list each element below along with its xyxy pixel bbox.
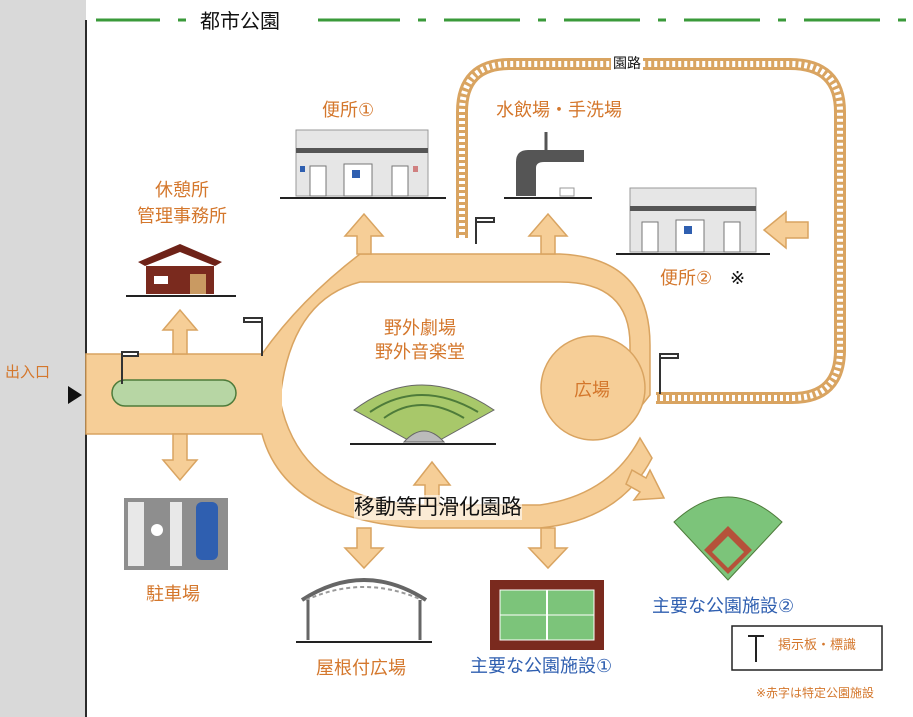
garden-path-dash: [459, 61, 843, 401]
legend-signboard-icon: [748, 635, 764, 662]
baseball-field-icon: [673, 496, 783, 581]
roofed-plaza-icon: [296, 578, 432, 643]
arrow-down-roofed: [343, 527, 385, 570]
parking-label: 駐車場: [146, 584, 200, 605]
toilet-1-label: 便所①: [322, 100, 375, 121]
signpost-entrance: [121, 351, 139, 384]
arrow-main2: [625, 468, 666, 501]
tennis-court-icon: [490, 580, 604, 650]
parking-icon: [124, 498, 228, 570]
entrance-label: 出入口: [5, 363, 51, 381]
outdoor-theater-icon: [350, 384, 496, 445]
arrow-toilet2: [762, 210, 809, 250]
route-join: [262, 355, 282, 433]
roofed-plaza-label: 屋根付広場: [316, 658, 406, 679]
fountain-label: 水飲場・手洗場: [496, 100, 622, 121]
theater-label-2: 野外音楽堂: [375, 342, 465, 363]
note-text: ※赤字は特定公園施設: [756, 686, 875, 700]
plaza-label: 広場: [574, 380, 610, 401]
toilet-2-label: 便所②: [660, 268, 713, 289]
arrow-down-parking: [161, 433, 199, 482]
accessible-route-label: 移動等円滑化園路: [354, 495, 522, 521]
signpost-path: [475, 217, 495, 244]
rest-house-icon: [126, 244, 236, 297]
rest-label: 休憩所: [155, 180, 209, 201]
signpost-route: [243, 317, 263, 356]
entrance-planting: [111, 379, 237, 407]
office-label: 管理事務所: [137, 206, 227, 227]
park-title: 都市公園: [200, 9, 280, 33]
arrow-down-main1: [527, 527, 569, 570]
path-label: 園路: [611, 56, 643, 73]
main-facility-2-label: 主要な公園施設②: [652, 596, 795, 617]
entrance-arrow: [68, 386, 82, 404]
main-facility-1-label: 主要な公園施設①: [470, 656, 613, 677]
toilet-1-icon: [280, 129, 446, 199]
signpost-plaza: [659, 353, 679, 394]
legend-box: [731, 625, 883, 671]
toilet-2-note-mark: ※: [730, 268, 746, 289]
legend-signboard-label: 掲示板・標識: [778, 638, 857, 653]
arrow-up-fountain: [527, 212, 569, 255]
toilet-2-icon: [616, 187, 770, 255]
theater-label-1: 野外劇場: [384, 318, 456, 339]
fountain-icon: [504, 132, 592, 199]
boundary-wall: [0, 0, 86, 717]
plaza-circle: [540, 335, 646, 441]
arrow-up-rest: [161, 308, 199, 355]
arrow-up-toilet1: [343, 212, 385, 255]
